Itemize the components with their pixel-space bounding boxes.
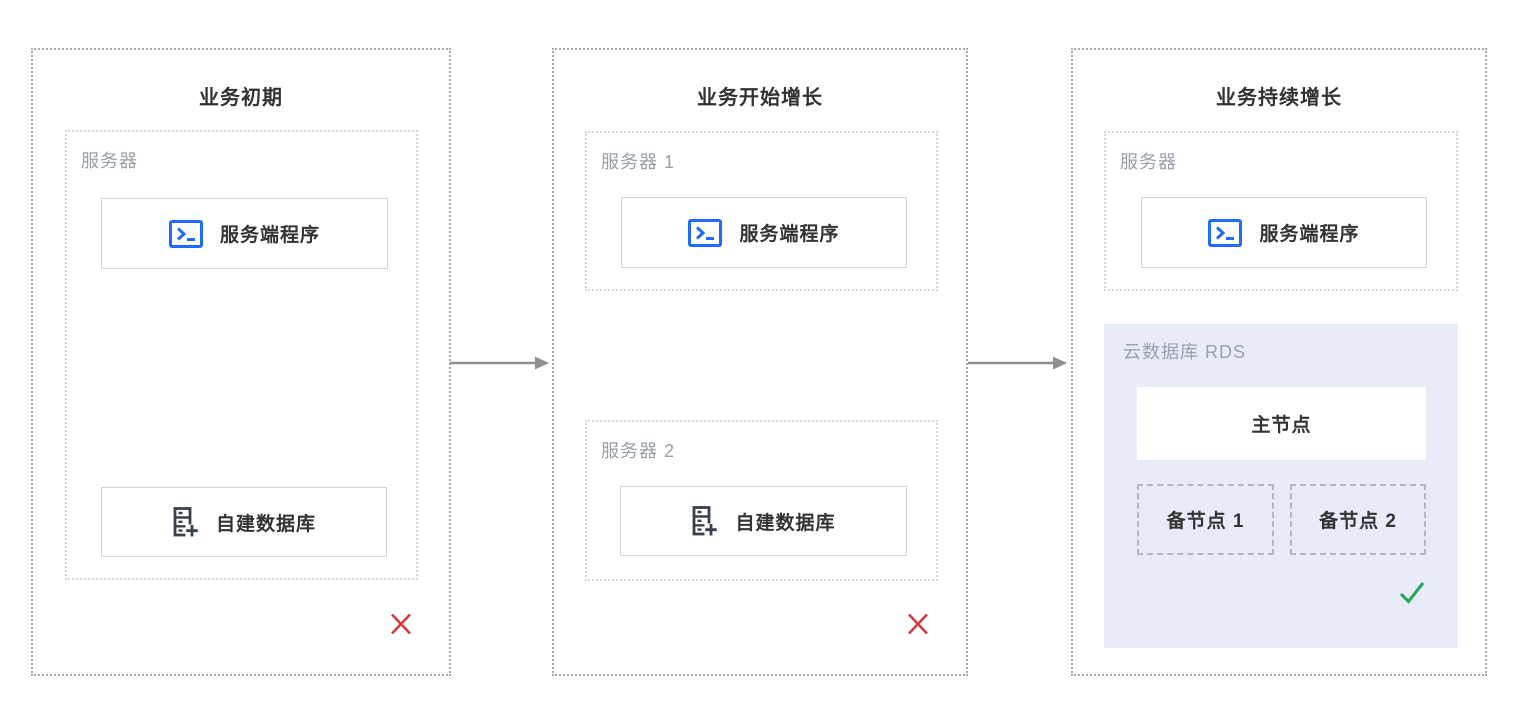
master-node-label: 主节点 bbox=[1251, 415, 1312, 436]
server-group-box: 服务器 服务端程序 自建数据库 bbox=[65, 130, 418, 580]
server-2-group-box: 服务器 2 自建数据库 bbox=[585, 420, 938, 581]
self-built-db-label: 自建数据库 bbox=[735, 512, 836, 534]
server-program-box: 服务端程序 bbox=[621, 197, 907, 268]
server-1-label: 服务器 1 bbox=[601, 152, 676, 172]
terminal-icon bbox=[1208, 218, 1243, 247]
self-built-db-box: 自建数据库 bbox=[620, 486, 907, 556]
replica-node-1-label: 备节点 1 bbox=[1166, 511, 1245, 532]
terminal-icon bbox=[168, 219, 203, 248]
stage-title: 业务开始增长 bbox=[697, 87, 823, 109]
cloud-rds-group-box: 云数据库 RDS 主节点 备节点 1 备节点 2 bbox=[1104, 324, 1458, 648]
server-2-label: 服务器 2 bbox=[601, 441, 676, 461]
database-add-icon bbox=[172, 507, 199, 537]
server-label: 服务器 bbox=[81, 151, 138, 171]
database-add-icon bbox=[691, 506, 719, 536]
x-mark-icon bbox=[389, 612, 413, 636]
server-program-label: 服务端程序 bbox=[739, 224, 840, 245]
x-mark-icon bbox=[906, 612, 930, 636]
stage-panel-sustained-growth: 业务持续增长 服务器 服务端程序 云数据库 RDS 主节点 备节点 1 备节点 … bbox=[1071, 48, 1487, 676]
server-program-label: 服务端程序 bbox=[1259, 224, 1360, 245]
stage-panel-growing: 业务开始增长 服务器 1 服务端程序 服务器 2 bbox=[552, 48, 968, 676]
stage-panel-initial: 业务初期 服务器 服务端程序 bbox=[31, 48, 451, 676]
master-node-box: 主节点 bbox=[1137, 387, 1426, 460]
server-group-box: 服务器 服务端程序 bbox=[1104, 131, 1458, 291]
self-built-db-label: 自建数据库 bbox=[215, 513, 316, 535]
server-program-box: 服务端程序 bbox=[1141, 197, 1427, 268]
replica-node-2-box: 备节点 2 bbox=[1290, 484, 1426, 555]
self-built-db-box: 自建数据库 bbox=[101, 487, 387, 557]
replica-node-2-label: 备节点 2 bbox=[1319, 511, 1397, 532]
server-label: 服务器 bbox=[1120, 152, 1177, 172]
cloud-rds-label: 云数据库 RDS bbox=[1123, 342, 1247, 362]
server-program-box: 服务端程序 bbox=[101, 198, 388, 269]
replica-node-1-box: 备节点 1 bbox=[1137, 484, 1274, 555]
server-1-group-box: 服务器 1 服务端程序 bbox=[585, 131, 938, 291]
stage-title: 业务初期 bbox=[199, 87, 283, 109]
check-icon bbox=[1398, 580, 1426, 606]
arrow-right-icon bbox=[968, 355, 1068, 371]
stage-title: 业务持续增长 bbox=[1216, 87, 1342, 109]
terminal-icon bbox=[688, 218, 723, 247]
arrow-right-icon bbox=[450, 355, 550, 371]
server-program-label: 服务端程序 bbox=[219, 225, 320, 246]
